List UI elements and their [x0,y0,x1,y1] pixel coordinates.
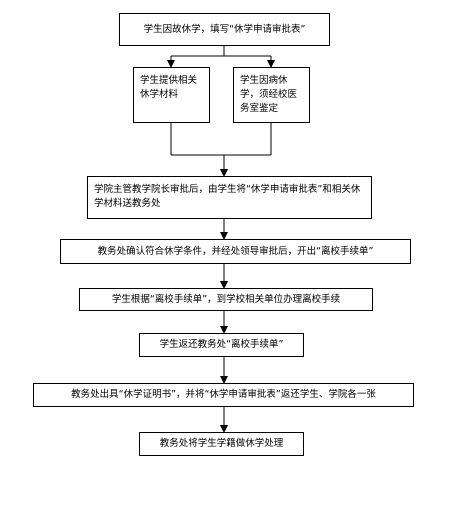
step-record-suspension: 教务处将学生学籍做休学处理 [139,432,304,456]
step-issue-certificate: 教务处出具“休学证明书”，并将“休学申请审批表”返还学生、学院各一张 [33,383,414,407]
step-medical-certification: 学生因病休学，须经校医务室鉴定 [233,67,310,123]
step-academic-office-confirm: 教务处确认符合休学条件，并经处领导审批后，开出“离校手续单” [60,239,411,264]
step-provide-materials: 学生提供相关休学材料 [133,67,210,123]
step-return-leave-form: 学生返还教务处“离校手续单” [139,333,304,357]
step-dean-approval: 学院主管教学院长审批后，由学生将“休学申请审批表”和相关休学材料送教务处 [87,176,372,219]
step-leave-procedures: 学生根据“离校手续单”，到学校相关单位办理离校手续 [79,288,373,311]
step-apply-form: 学生因故休学，填写“休学申请审批表” [119,13,330,46]
